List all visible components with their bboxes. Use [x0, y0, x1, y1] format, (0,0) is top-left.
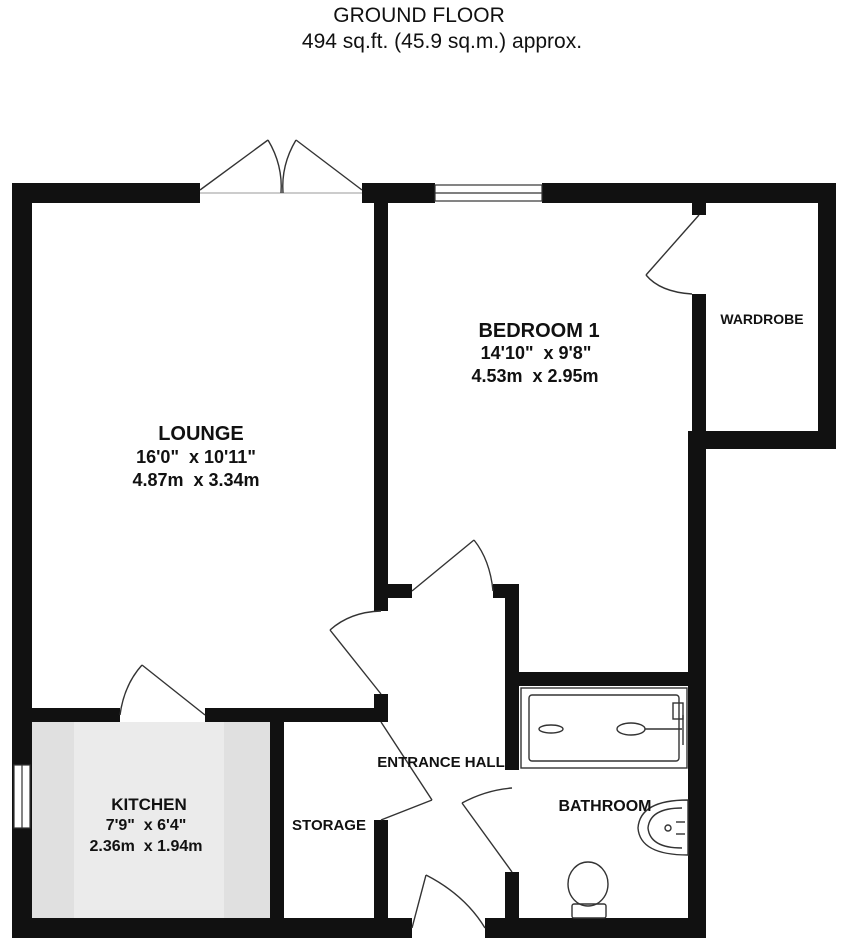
lounge-name: LOUNGE: [158, 423, 244, 445]
basin: [637, 799, 689, 856]
floor-area: 494 sq.ft. (45.9 sq.m.) approx.: [301, 30, 583, 53]
bedroom-name: BEDROOM 1: [478, 320, 599, 342]
bathroom-label: BATHROOM: [558, 798, 651, 815]
label-kitchen: KITCHEN 7'9" x 6'4" 2.36m x 1.94m: [90, 795, 203, 855]
kitchen-imperial: 7'9" x 6'4": [106, 817, 187, 834]
floor-title: GROUND FLOOR: [333, 4, 505, 27]
kitchen-worktop-gap: [74, 722, 224, 918]
lounge-metric: 4.87m x 3.34m: [132, 470, 259, 490]
wardrobe-label: WARDROBE: [720, 311, 803, 327]
lounge-imperial: 16'0" x 10'11": [136, 447, 256, 467]
label-lounge: LOUNGE 16'0" x 10'11" 4.87m x 3.34m: [132, 423, 259, 490]
entrance-hall-label: ENTRANCE HALL: [377, 754, 505, 771]
walls: [12, 183, 836, 938]
lounge-french-doors: [199, 139, 363, 194]
storage-label: STORAGE: [292, 817, 366, 834]
kitchen-window: [13, 764, 31, 829]
toilet: [567, 861, 609, 919]
kitchen-metric: 2.36m x 1.94m: [90, 838, 203, 855]
doors: [119, 214, 700, 929]
label-bedroom: BEDROOM 1 14'10" x 9'8" 4.53m x 2.95m: [471, 320, 599, 386]
kitchen-name: KITCHEN: [111, 795, 187, 814]
bedroom-imperial: 14'10" x 9'8": [481, 343, 592, 363]
shower-tray: [520, 687, 688, 769]
bedroom-window: [434, 184, 543, 202]
bedroom-metric: 4.53m x 2.95m: [471, 366, 598, 386]
